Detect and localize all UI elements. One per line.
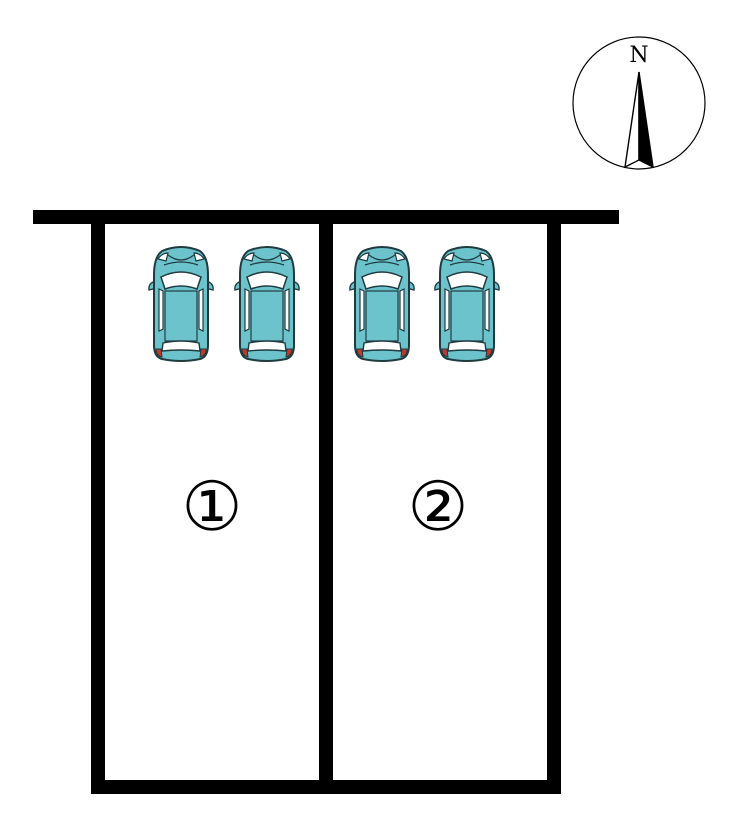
compass-north-label: N	[629, 43, 648, 68]
lot-number-2: ②	[408, 468, 469, 547]
lot-divider	[319, 217, 333, 787]
car-top-view-icon	[233, 246, 301, 362]
north-arrow-icon	[624, 71, 654, 169]
compass: N	[572, 36, 706, 170]
car-top-view-icon	[348, 246, 416, 362]
car-top-view-icon	[433, 246, 501, 362]
car-top-view-icon	[147, 246, 215, 362]
lot-number-1: ①	[182, 468, 243, 547]
lots	[91, 210, 561, 794]
